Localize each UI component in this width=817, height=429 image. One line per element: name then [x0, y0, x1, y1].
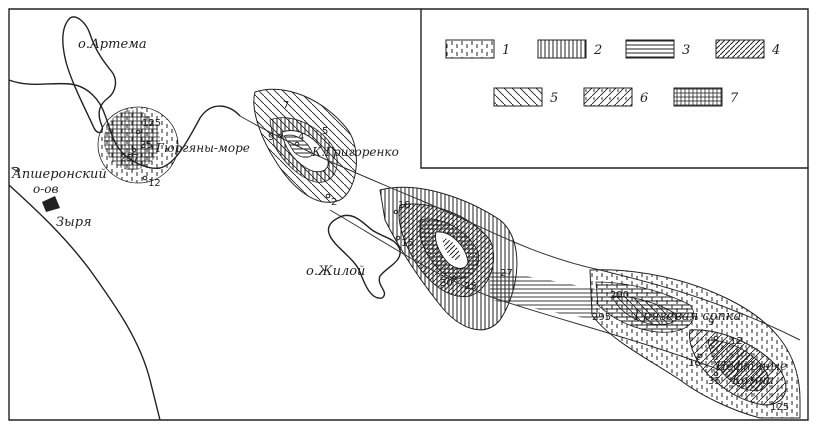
- legend-item-6: 6: [583, 87, 648, 107]
- label-artema: о.Артема: [78, 37, 147, 52]
- well-points: [131, 129, 719, 377]
- label-grigorenko: К.Григоренко: [311, 145, 399, 159]
- band-hatch: [490, 270, 600, 320]
- zone-grigorenko: [253, 88, 357, 203]
- shoal-small: [10, 167, 21, 173]
- label-apsheron: Апшеронский: [11, 167, 107, 182]
- label-zyrya: Зыря: [56, 215, 92, 230]
- legend-item-3: 3: [625, 39, 690, 59]
- well-number: 4: [298, 132, 304, 143]
- artem-island: [62, 16, 117, 134]
- zyrya-island: [42, 196, 60, 212]
- well-number: 15: [401, 238, 414, 249]
- well-number: 18: [398, 200, 411, 211]
- legend-item-2: 2: [537, 39, 602, 59]
- well-numbers: 125 35 257 12 7 9 4 5 2 18 15 30 25 27 2…: [120, 100, 789, 413]
- well-number: 35: [708, 376, 721, 387]
- label-gryazevaya: Грязевая сопка: [633, 309, 741, 324]
- label-zhiloy: о.Жилой: [306, 264, 365, 279]
- zhiloy-island: [327, 214, 401, 299]
- label-ov: о-ов: [33, 182, 59, 196]
- zone-gyurgyany: [97, 106, 179, 184]
- well-number: 9: [268, 132, 274, 143]
- svg-text:2: 2: [593, 43, 602, 58]
- zone-neftyanye: [589, 269, 801, 419]
- well-number: 257: [120, 153, 139, 164]
- svg-text:3: 3: [682, 43, 690, 58]
- legend-item-4: 4: [715, 39, 780, 59]
- label-kamni: Камни: [731, 373, 774, 387]
- well-number: 290: [610, 290, 629, 301]
- svg-text:7: 7: [730, 91, 739, 106]
- well-number: 12: [730, 336, 743, 347]
- well-number: 35: [140, 140, 153, 151]
- svg-text:1: 1: [502, 43, 510, 58]
- label-gyurgyany: Гюргяны-море: [155, 141, 250, 155]
- well-number: 12: [148, 178, 161, 189]
- well-number: 9: [708, 317, 714, 328]
- svg-text:4: 4: [771, 43, 780, 58]
- legend: 1 2 3 4 5 6 7: [445, 39, 780, 107]
- well-number: 125: [142, 118, 161, 129]
- well-number: 16: [688, 358, 701, 369]
- legend-frame: [421, 8, 809, 168]
- svg-text:6: 6: [640, 91, 648, 106]
- well-number: 2: [331, 197, 337, 208]
- legend-item-5: 5: [493, 87, 558, 107]
- well-number: 125: [770, 402, 789, 413]
- well-number: 295: [592, 312, 611, 323]
- well-number: 25: [464, 281, 477, 292]
- well-number: 30: [440, 278, 453, 289]
- well-number: 27: [500, 268, 513, 279]
- svg-text:5: 5: [550, 91, 558, 106]
- well-number: 7: [283, 100, 289, 111]
- well-number: 5: [322, 126, 328, 137]
- legend-item-7: 7: [673, 87, 739, 107]
- legend-item-1: 1: [445, 39, 510, 59]
- label-neftyanye: Нефтяные: [715, 359, 787, 373]
